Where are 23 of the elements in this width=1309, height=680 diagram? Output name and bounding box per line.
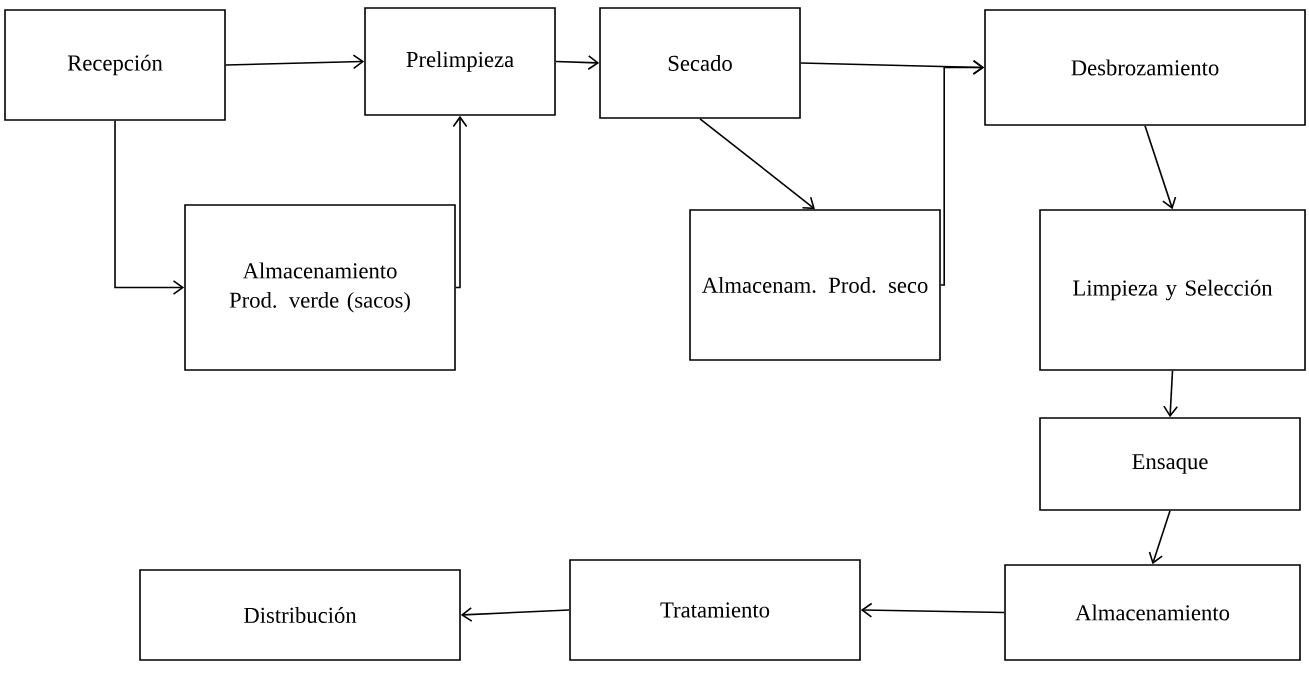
process-box: Almacenamiento: [1004, 564, 1301, 661]
arrow: [860, 602, 1005, 618]
arrow: [699, 118, 815, 210]
arrow: [460, 607, 570, 622]
process-box: Ensaque: [1039, 417, 1301, 511]
arrow: [800, 59, 985, 75]
arrow: [555, 55, 600, 71]
arrow: [114, 120, 185, 295]
process-box: Limpieza y Selección: [1039, 209, 1306, 371]
process-box: Almacenamiento Prod. verde (sacos): [184, 204, 456, 371]
process-box: Distribución: [139, 569, 461, 661]
process-box: Recepción: [4, 9, 226, 121]
process-box: Desbrozamiento: [984, 9, 1306, 126]
process-box: Tratamiento: [569, 559, 861, 661]
arrow: [1148, 510, 1171, 565]
process-box: Secado: [599, 7, 801, 119]
arrow: [1163, 370, 1179, 418]
process-box: Almacenam. Prod. seco: [689, 209, 941, 361]
arrow: [1144, 125, 1177, 210]
process-box: Prelimpieza: [364, 7, 556, 116]
arrow: [452, 115, 468, 289]
arrow: [225, 54, 365, 70]
arrow: [940, 60, 985, 286]
